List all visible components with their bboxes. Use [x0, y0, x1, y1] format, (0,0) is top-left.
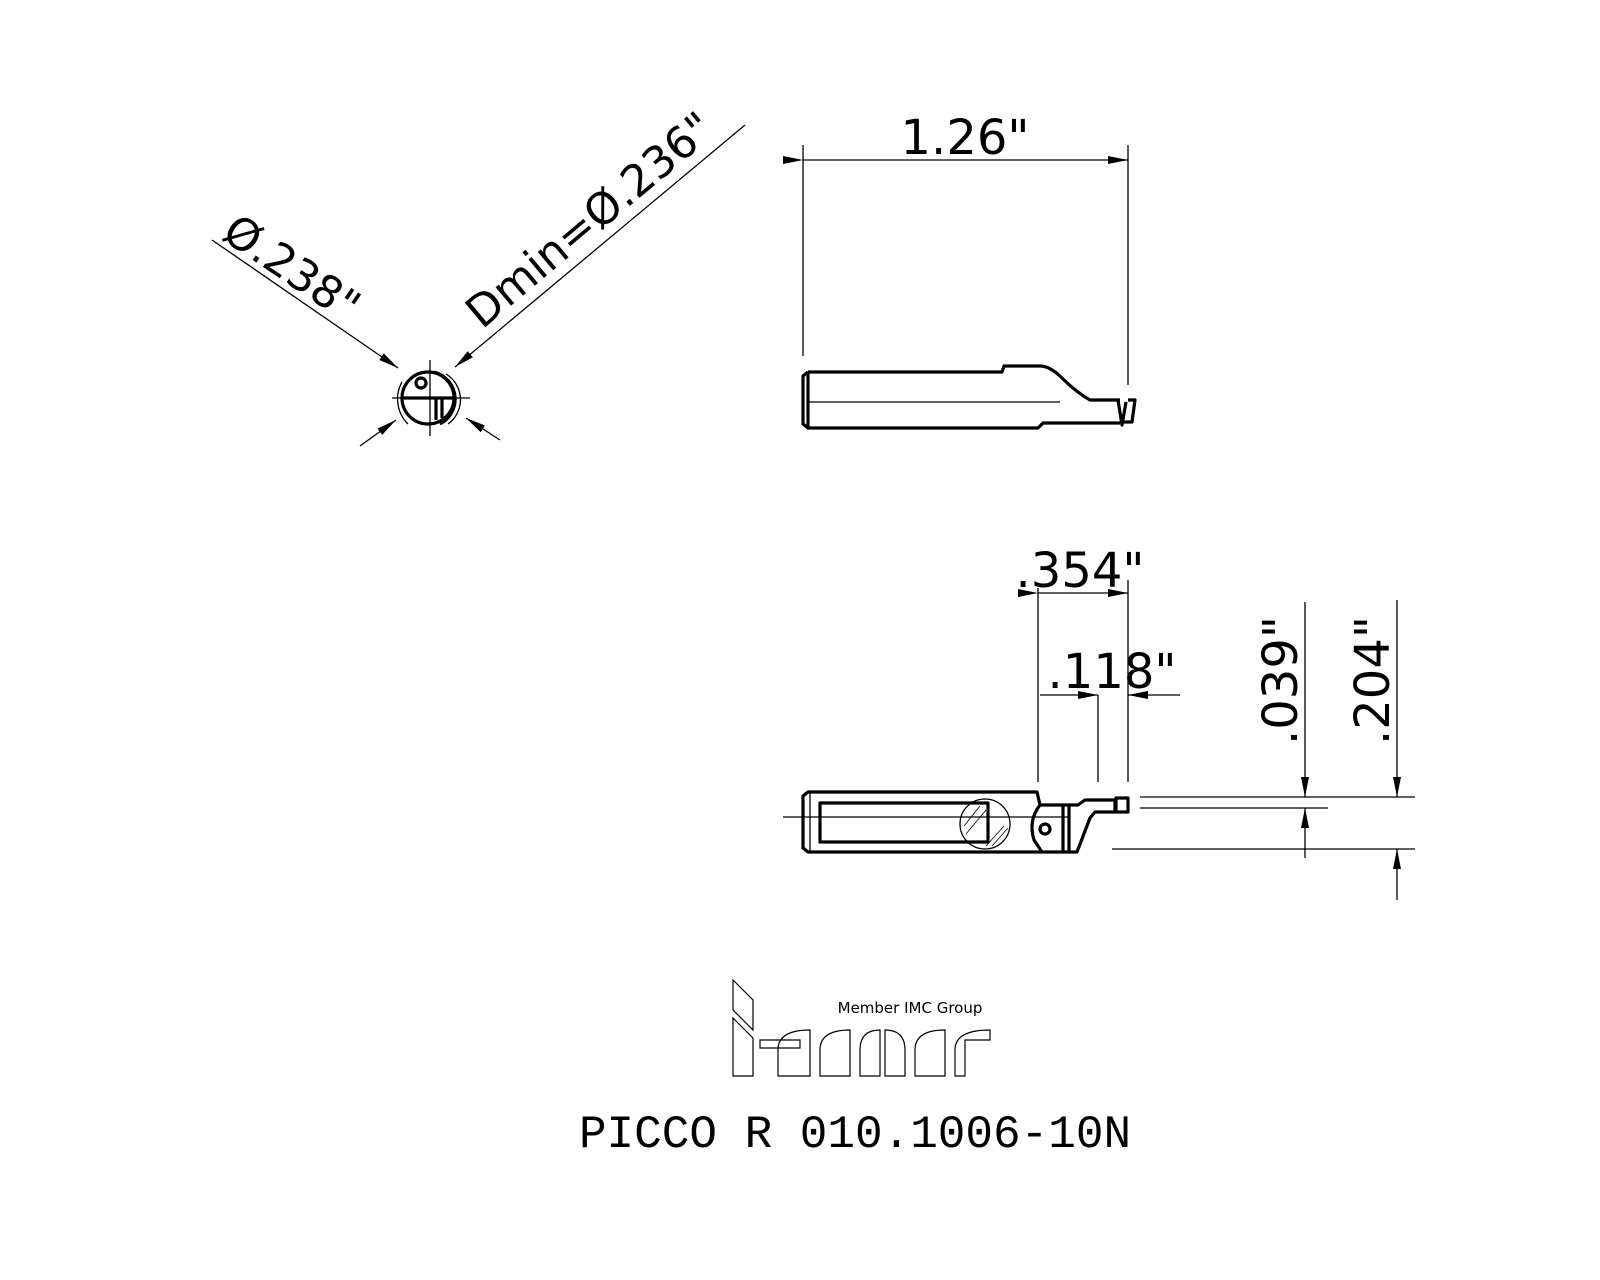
end-view: Ø.238" Dmin=Ø.236" [211, 102, 746, 447]
tool-profile-top [808, 364, 1120, 402]
side-view-bottom: .354" .118" .039" .204" [783, 543, 1415, 900]
offset-label: .039" [1253, 616, 1309, 745]
width-label: .118" [1048, 644, 1177, 700]
length-label: 1.26" [901, 110, 1030, 166]
diameter-arrow-lower-left [359, 419, 397, 447]
diameter-arrow-lower-right [465, 417, 501, 441]
dmin-leader [454, 124, 746, 368]
diameter-label: Ø.238" [214, 205, 369, 333]
section-circle [959, 798, 1011, 850]
diameter-leader [211, 239, 399, 369]
tool-body [801, 790, 1117, 854]
height-label: .204" [1345, 616, 1401, 745]
depth-label: .354" [1016, 543, 1145, 599]
part-number: PICCO R 010.1006-10N [579, 1109, 1131, 1161]
dmin-label: Dmin=Ø.236" [456, 102, 724, 338]
logo-tagline: Member IMC Group [838, 999, 983, 1017]
head-outline [433, 370, 457, 426]
side-view-top: 1.26" [783, 110, 1137, 430]
iscar-logo: Member IMC Group [732, 978, 991, 1077]
